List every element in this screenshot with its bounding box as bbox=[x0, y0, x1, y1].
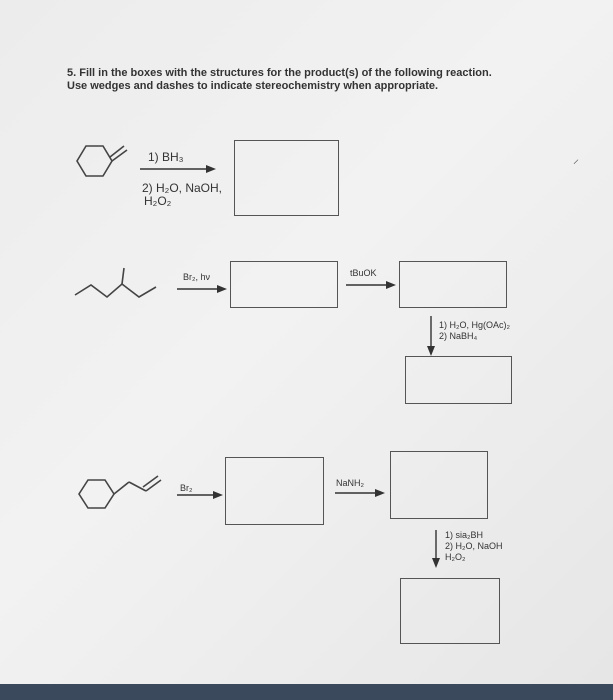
reaction2-reagent3b: 2) NaBH₄ bbox=[439, 331, 478, 341]
question-text: 5. Fill in the boxes with the structures… bbox=[67, 67, 492, 93]
answer-box-4[interactable] bbox=[405, 356, 512, 404]
reaction2-arrow-3 bbox=[427, 316, 435, 356]
bottom-strip bbox=[0, 684, 613, 700]
reaction3-reagent2: NaNH₂ bbox=[336, 478, 364, 488]
reaction3-arrow-1 bbox=[177, 491, 223, 499]
reaction2-arrow-1 bbox=[177, 285, 227, 293]
pen-mark: ⸝ bbox=[573, 152, 580, 166]
answer-box-2[interactable] bbox=[230, 261, 338, 308]
answer-box-3[interactable] bbox=[399, 261, 507, 308]
reaction3-reagent3c: H₂O₂ bbox=[445, 552, 466, 562]
answer-box-1[interactable] bbox=[234, 140, 339, 216]
reaction2-arrow-2 bbox=[346, 281, 396, 289]
methylpentane-structure bbox=[74, 267, 157, 299]
reaction2-reagent3a: 1) H₂O, Hg(OAc)₂ bbox=[439, 320, 510, 330]
question-line-1: 5. Fill in the boxes with the structures… bbox=[67, 67, 492, 79]
reaction1-arrow bbox=[140, 165, 216, 173]
reaction1-step1: 1) BH₃ bbox=[148, 150, 184, 164]
question-line-2: Use wedges and dashes to indicate stereo… bbox=[67, 80, 439, 92]
reaction3-reagent1: Br₂ bbox=[180, 483, 193, 493]
worksheet-page: 5. Fill in the boxes with the structures… bbox=[0, 0, 613, 684]
reaction3-arrow-2 bbox=[335, 489, 385, 497]
reaction3-reagent3a: 1) sia₂BH bbox=[445, 530, 484, 540]
allylcyclohexane-structure bbox=[78, 475, 162, 509]
answer-box-6[interactable] bbox=[390, 451, 488, 519]
reaction1-step2b: H₂O₂ bbox=[144, 194, 172, 208]
reaction2-reagent2: tBuOK bbox=[350, 268, 377, 278]
answer-box-7[interactable] bbox=[400, 578, 500, 644]
answer-box-5[interactable] bbox=[225, 457, 324, 525]
reaction2-reagent1: Br₂, hν bbox=[183, 272, 210, 282]
reaction1-step2a: 2) H₂O, NaOH, bbox=[142, 181, 223, 195]
reaction3-reagent3b: 2) H₂O, NaOH bbox=[445, 541, 503, 551]
reaction3-arrow-3 bbox=[432, 530, 440, 568]
methylenecyclohexane-structure bbox=[76, 145, 128, 177]
